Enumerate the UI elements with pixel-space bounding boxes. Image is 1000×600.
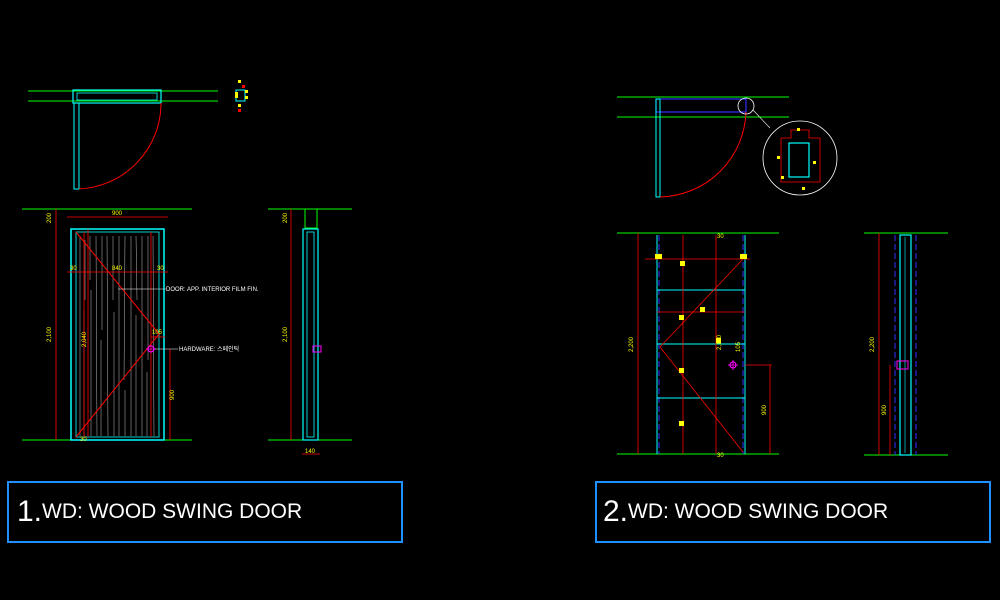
door1-leaf-width-dim: 840 bbox=[112, 266, 123, 272]
door2-section-height-dim: 2,200 bbox=[870, 336, 876, 352]
door1-handle bbox=[146, 345, 156, 353]
door1-handle-offset-dim: 105 bbox=[152, 330, 163, 336]
door1-bottom-gap-dim: 30 bbox=[80, 437, 87, 443]
door1-section-top-dim: 200 bbox=[283, 212, 289, 223]
door2-section bbox=[864, 232, 948, 456]
door2-section-handle bbox=[896, 360, 909, 370]
door2-detail-callout bbox=[762, 120, 838, 196]
door1-overall-height-dim: 2,100 bbox=[47, 326, 53, 342]
title-number: 2. bbox=[603, 495, 629, 528]
door2-section-handle-height-dim: 900 bbox=[882, 404, 888, 415]
door1-section bbox=[268, 208, 352, 455]
door1-door-note: DOOR: APP. INTERIOR FILM FIN. bbox=[166, 287, 259, 293]
door1-stile-left-dim: 30 bbox=[70, 266, 77, 272]
door1-hardware-note: HARDWARE: 스페인틱 bbox=[179, 345, 239, 353]
title-label: WD: WOOD SWING DOOR bbox=[628, 500, 889, 523]
door1-thickness-dim: 140 bbox=[305, 449, 316, 455]
title-box-door-2: 2. WD: WOOD SWING DOOR bbox=[595, 481, 991, 543]
door1-leaf-height-dim: 2,040 bbox=[82, 331, 88, 347]
dimension-labels: 900 200 2,100 2,040 30 840 30 105 900 30… bbox=[47, 211, 888, 459]
door2-handle-height-dim: 900 bbox=[762, 404, 768, 415]
door1-elevation bbox=[22, 208, 192, 441]
door1-handle-height-dim: 900 bbox=[170, 389, 176, 400]
door2-plan bbox=[617, 96, 838, 198]
door1-stile-right-dim: 30 bbox=[157, 266, 164, 272]
door1-section-handle bbox=[312, 345, 322, 353]
door2-top-gap-dim: 30 bbox=[717, 234, 724, 240]
door1-plan bbox=[28, 80, 248, 190]
title-number: 1. bbox=[17, 495, 43, 528]
title-box-door-1: 1. WD: WOOD SWING DOOR bbox=[7, 481, 403, 543]
door2-leaf-height-dim: 2,140 bbox=[717, 334, 723, 350]
door2-elevation bbox=[617, 232, 779, 455]
door1-frame-detail bbox=[235, 80, 248, 112]
door2-bottom-gap-dim: 30 bbox=[717, 453, 724, 459]
door2-overall-height-dim: 2,200 bbox=[629, 336, 635, 352]
door1-width-dim: 900 bbox=[112, 211, 123, 217]
door1-top-margin-dim: 200 bbox=[47, 212, 53, 223]
title-label: WD: WOOD SWING DOOR bbox=[42, 500, 303, 523]
door2-handle-offset-dim: 105 bbox=[736, 341, 742, 352]
door2-handle bbox=[728, 360, 738, 370]
door1-section-height-dim: 2,100 bbox=[283, 326, 289, 342]
door2-glazing-clips bbox=[655, 254, 747, 426]
